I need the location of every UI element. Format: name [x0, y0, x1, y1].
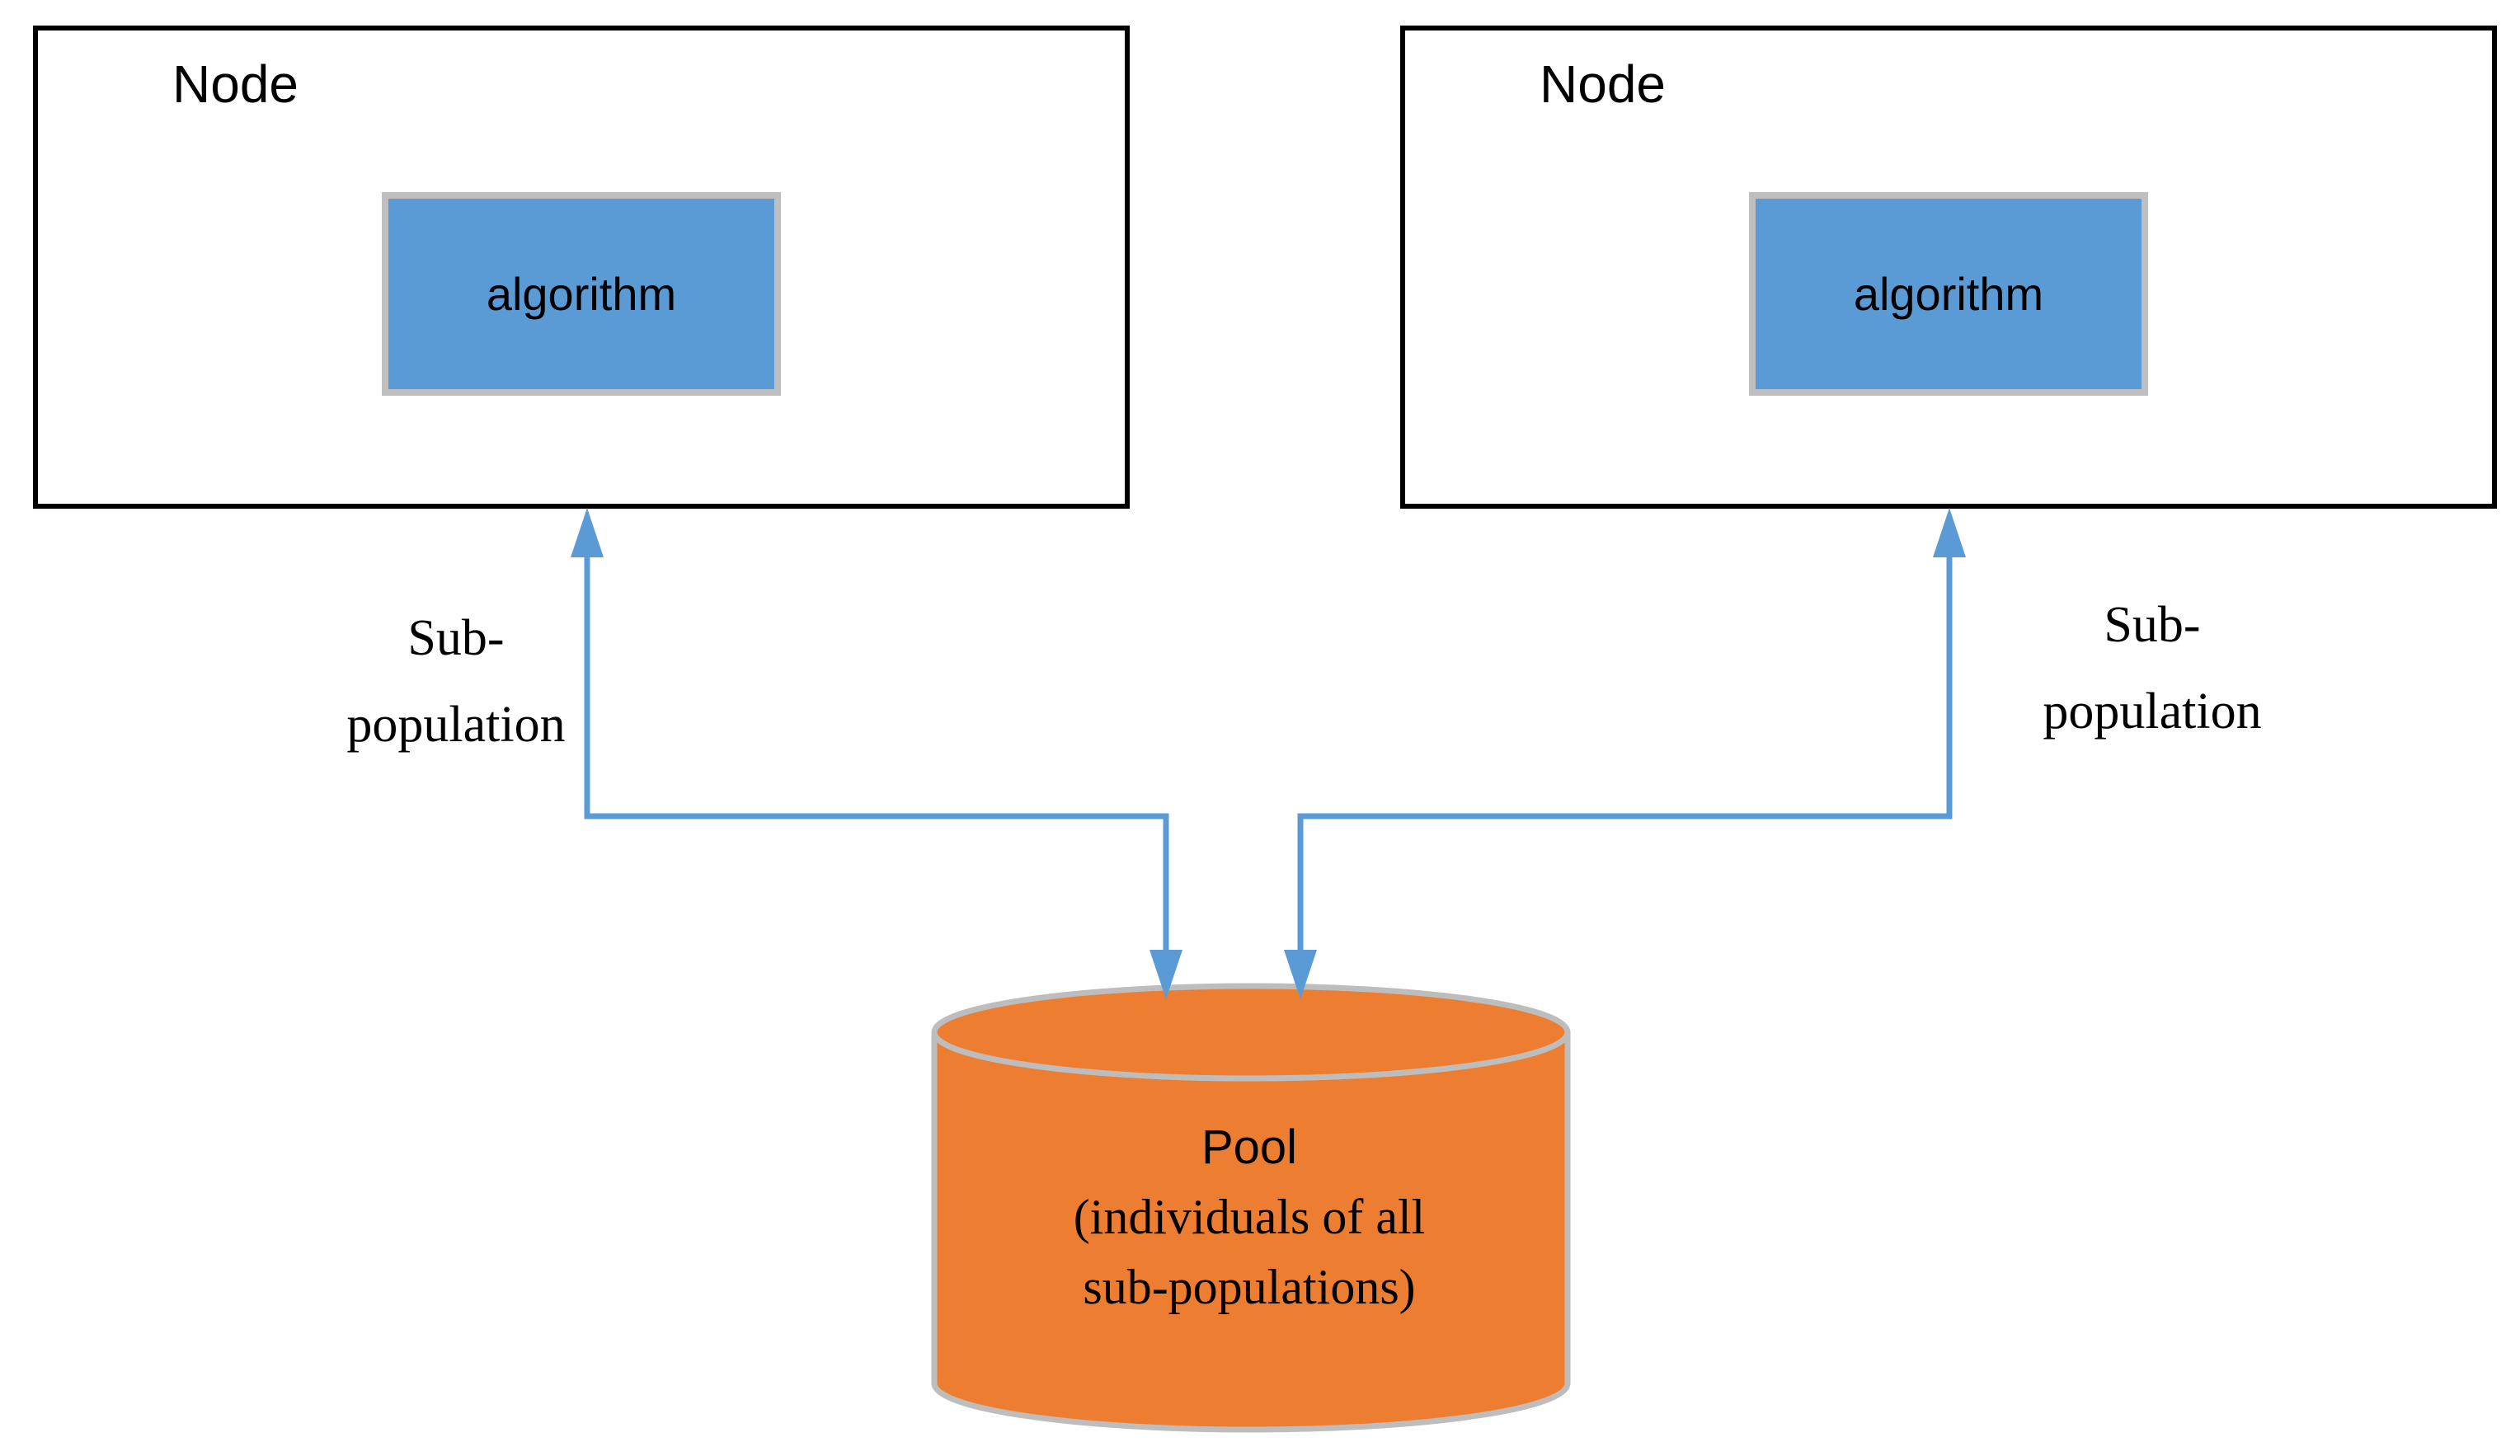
arrowhead-down-pool-left [1150, 950, 1182, 999]
arrowhead-up-node-1 [571, 508, 604, 557]
node-1-title: Node [172, 54, 299, 114]
sub-population-label-left-line2: population [346, 697, 566, 753]
connector-right [1284, 508, 1966, 999]
arrowhead-up-node-2 [1933, 508, 1966, 557]
sub-population-label-right-line1: Sub- [2104, 597, 2201, 653]
pool-cylinder-top [931, 983, 1571, 1082]
pool-subtitle-line2: sub-populations) [1083, 1260, 1416, 1314]
sub-population-label-right-line2: population [2043, 683, 2262, 740]
algorithm-box-1: algorithm [382, 192, 781, 396]
arrowhead-down-pool-right [1284, 950, 1317, 999]
sub-population-label-right: Sub- population [1905, 582, 2400, 755]
connector-left-line [584, 554, 1169, 953]
sub-population-label-left: Sub- population [209, 595, 703, 768]
pool-cylinder [931, 983, 1571, 1433]
node-2-title: Node [1540, 54, 1666, 114]
algorithm-box-2: algorithm [1749, 192, 2148, 396]
pool-label: Pool (individuals of all sub-populations… [919, 1113, 1579, 1322]
connector-right-line [1297, 554, 1953, 953]
sub-population-label-left-line1: Sub- [407, 610, 505, 666]
pool-title: Pool [1201, 1120, 1298, 1174]
pool-subtitle-line1: (individuals of all [1073, 1190, 1426, 1244]
connector-left [571, 508, 1182, 999]
